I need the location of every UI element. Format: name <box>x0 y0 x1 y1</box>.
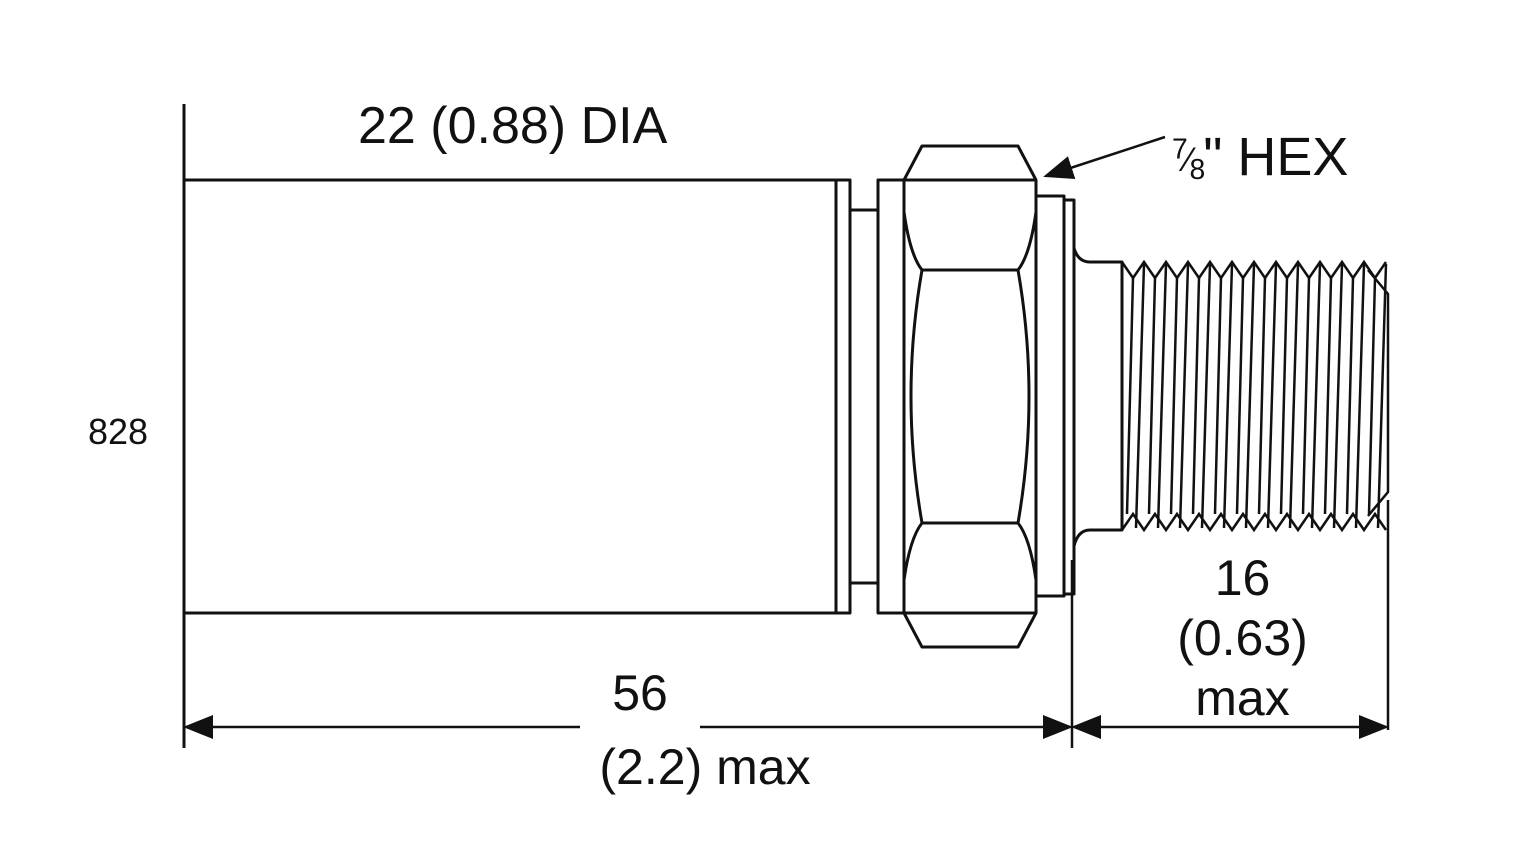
body-end-ring <box>834 178 852 615</box>
thread-flank <box>1310 263 1322 529</box>
thread-flank <box>1178 263 1190 529</box>
thread-root <box>1169 277 1179 515</box>
model-number-label: 828 <box>88 411 149 452</box>
thread-flank <box>1354 263 1366 529</box>
thread-teeth <box>1120 259 1388 533</box>
thread-length-metric: 16 <box>1214 550 1271 606</box>
hex-facet-curve-mid <box>909 269 1031 524</box>
thread-root <box>1367 277 1377 515</box>
hex-collar-right <box>1034 194 1066 598</box>
thread-flank <box>1376 263 1388 529</box>
thread-flank <box>1266 263 1278 529</box>
thread-shank <box>1072 247 1124 547</box>
diameter-dimension-label: 22 (0.88) DIA <box>358 97 668 155</box>
thread-root <box>1235 277 1245 515</box>
thread-length-label: 16 (0.63) max <box>1150 548 1335 728</box>
thread-length-qualifier: max <box>1195 670 1290 726</box>
thread-flank <box>1134 263 1146 529</box>
hex-text: HEX <box>1237 127 1349 187</box>
overall-length-imperial: (2.2) max <box>599 739 811 795</box>
thread-crest-top <box>1120 259 1388 281</box>
thread-root <box>1279 277 1289 515</box>
thread-flank <box>1200 263 1212 529</box>
hex-fraction-denominator: 8 <box>1189 153 1205 186</box>
hex-facet-curve-top <box>902 211 1038 272</box>
hex-collar-left <box>876 178 906 615</box>
thread-flank <box>1288 263 1300 529</box>
sensor-body <box>184 178 838 615</box>
shoulder-ring <box>1062 198 1076 596</box>
hex-fraction-numerator: 7 <box>1172 133 1188 166</box>
thread-crest-bottom <box>1120 511 1388 533</box>
thread-root <box>1125 277 1135 515</box>
thread-root <box>1257 277 1267 515</box>
thread-root <box>1345 277 1355 515</box>
thread-root <box>1147 277 1157 515</box>
hex-nut <box>902 144 1038 649</box>
thread-length-imperial: (0.63) <box>1177 610 1308 666</box>
hex-size-label: 7⁄8" HEX <box>1172 127 1349 187</box>
thread-end <box>1367 269 1390 517</box>
hex-facet-curve-bottom <box>902 521 1038 581</box>
thread-root <box>1323 277 1333 515</box>
overall-length-metric: 56 <box>612 665 668 721</box>
thread-root <box>1191 277 1201 515</box>
thread-flank <box>1156 263 1168 529</box>
thread-flank <box>1332 263 1344 529</box>
thread-flank <box>1222 263 1234 529</box>
hex-leader-arrow <box>1043 135 1166 179</box>
thread-flank <box>1244 263 1256 529</box>
thread-root <box>1213 277 1223 515</box>
hex-inch-mark: " <box>1203 127 1223 187</box>
thread-root <box>1301 277 1311 515</box>
